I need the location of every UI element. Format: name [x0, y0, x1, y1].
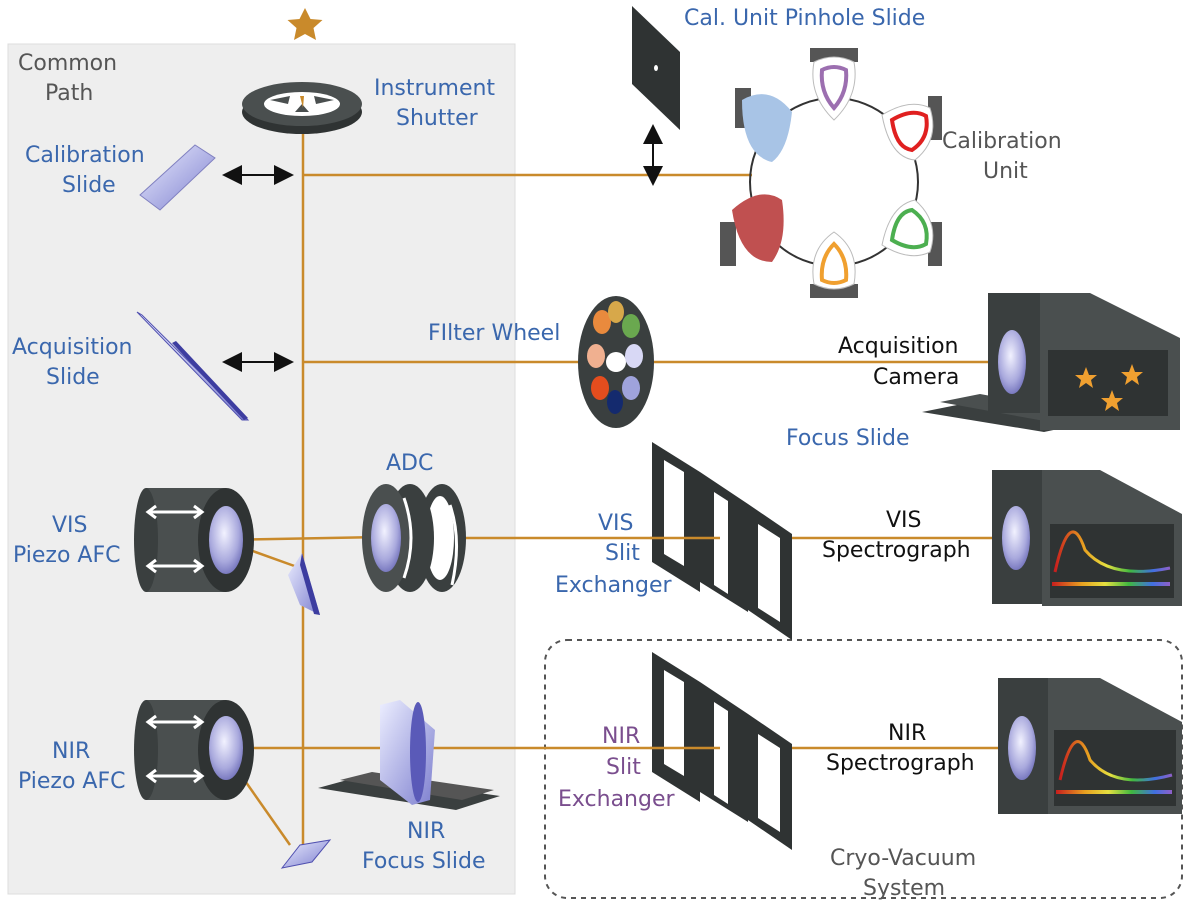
- label-nir-piezo-1: NIR: [52, 739, 90, 764]
- label-acquisition-slide-2: Slide: [46, 365, 100, 390]
- label-cal-pinhole: Cal. Unit Pinhole Slide: [684, 6, 925, 31]
- nir-spectrograph-icon: [998, 678, 1182, 814]
- pinhole-slide-icon: [632, 6, 680, 130]
- label-calibration-slide-1: Calibration: [25, 143, 145, 168]
- nir-focus-slide-icon: [318, 700, 500, 810]
- adc-icon: [362, 484, 466, 592]
- label-vis-piezo-1: VIS: [52, 513, 88, 538]
- star-icon: [287, 8, 323, 40]
- label-acquisition-camera-2: Camera: [873, 365, 959, 390]
- label-vis-spectrograph-2: Spectrograph: [822, 538, 971, 563]
- label-nir-spectrograph-1: NIR: [888, 721, 926, 746]
- label-nir-slit-2: Slit: [606, 755, 641, 780]
- label-nir-spectrograph-2: Spectrograph: [826, 751, 975, 776]
- label-nir-piezo-2: Piezo AFC: [18, 769, 126, 794]
- label-cryo-2: System: [863, 876, 945, 901]
- acquisition-slide-edge: [172, 341, 248, 420]
- label-calibration-unit-2: Unit: [983, 159, 1028, 184]
- vis-piezo-afc-icon: [134, 488, 254, 592]
- calibration-slide-glass: [139, 144, 216, 211]
- label-acquisition-slide-1: Acquisition: [12, 335, 133, 360]
- label-nir-focus-slide-1: NIR: [407, 819, 445, 844]
- label-instrument-shutter-1: Instrument: [374, 76, 495, 101]
- acquisition-camera-icon: [922, 293, 1180, 432]
- label-calibration-slide-2: Slide: [62, 173, 116, 198]
- label-vis-slit-1: VIS: [598, 511, 634, 536]
- label-vis-slit-3: Exchanger: [555, 573, 672, 598]
- label-nir-slit-1: NIR: [602, 724, 640, 749]
- label-calibration-unit-1: Calibration: [942, 129, 1062, 154]
- label-focus-slide: Focus Slide: [786, 426, 910, 451]
- nir-slit-exchanger-icon: [652, 652, 792, 850]
- label-nir-focus-slide-2: Focus Slide: [362, 849, 486, 874]
- label-vis-spectrograph-1: VIS: [886, 508, 922, 533]
- label-common-path-1: Common: [18, 51, 117, 76]
- label-vis-slit-2: Slit: [605, 541, 640, 566]
- nir-fold-mirror: [280, 839, 332, 869]
- nir-piezo-afc-icon: [134, 700, 254, 800]
- label-cryo-1: Cryo-Vacuum: [830, 846, 976, 871]
- shutter-icon: [242, 82, 362, 134]
- common-path-panel: [7, 43, 516, 895]
- label-nir-slit-3: Exchanger: [558, 787, 675, 812]
- vis-fold-prism-edge: [300, 553, 320, 615]
- label-filter-wheel: FIlter Wheel: [428, 321, 560, 346]
- label-common-path-2: Path: [45, 81, 93, 106]
- label-acquisition-camera-1: Acquisition: [838, 334, 959, 359]
- label-instrument-shutter-2: Shutter: [396, 106, 479, 131]
- label-vis-piezo-2: Piezo AFC: [13, 543, 121, 568]
- vis-spectrograph-icon: [992, 470, 1182, 606]
- vis-slit-exchanger-icon: [652, 442, 792, 640]
- label-adc: ADC: [386, 451, 433, 476]
- calibration-unit-icon: [720, 48, 942, 298]
- filter-wheel-icon: [578, 296, 654, 428]
